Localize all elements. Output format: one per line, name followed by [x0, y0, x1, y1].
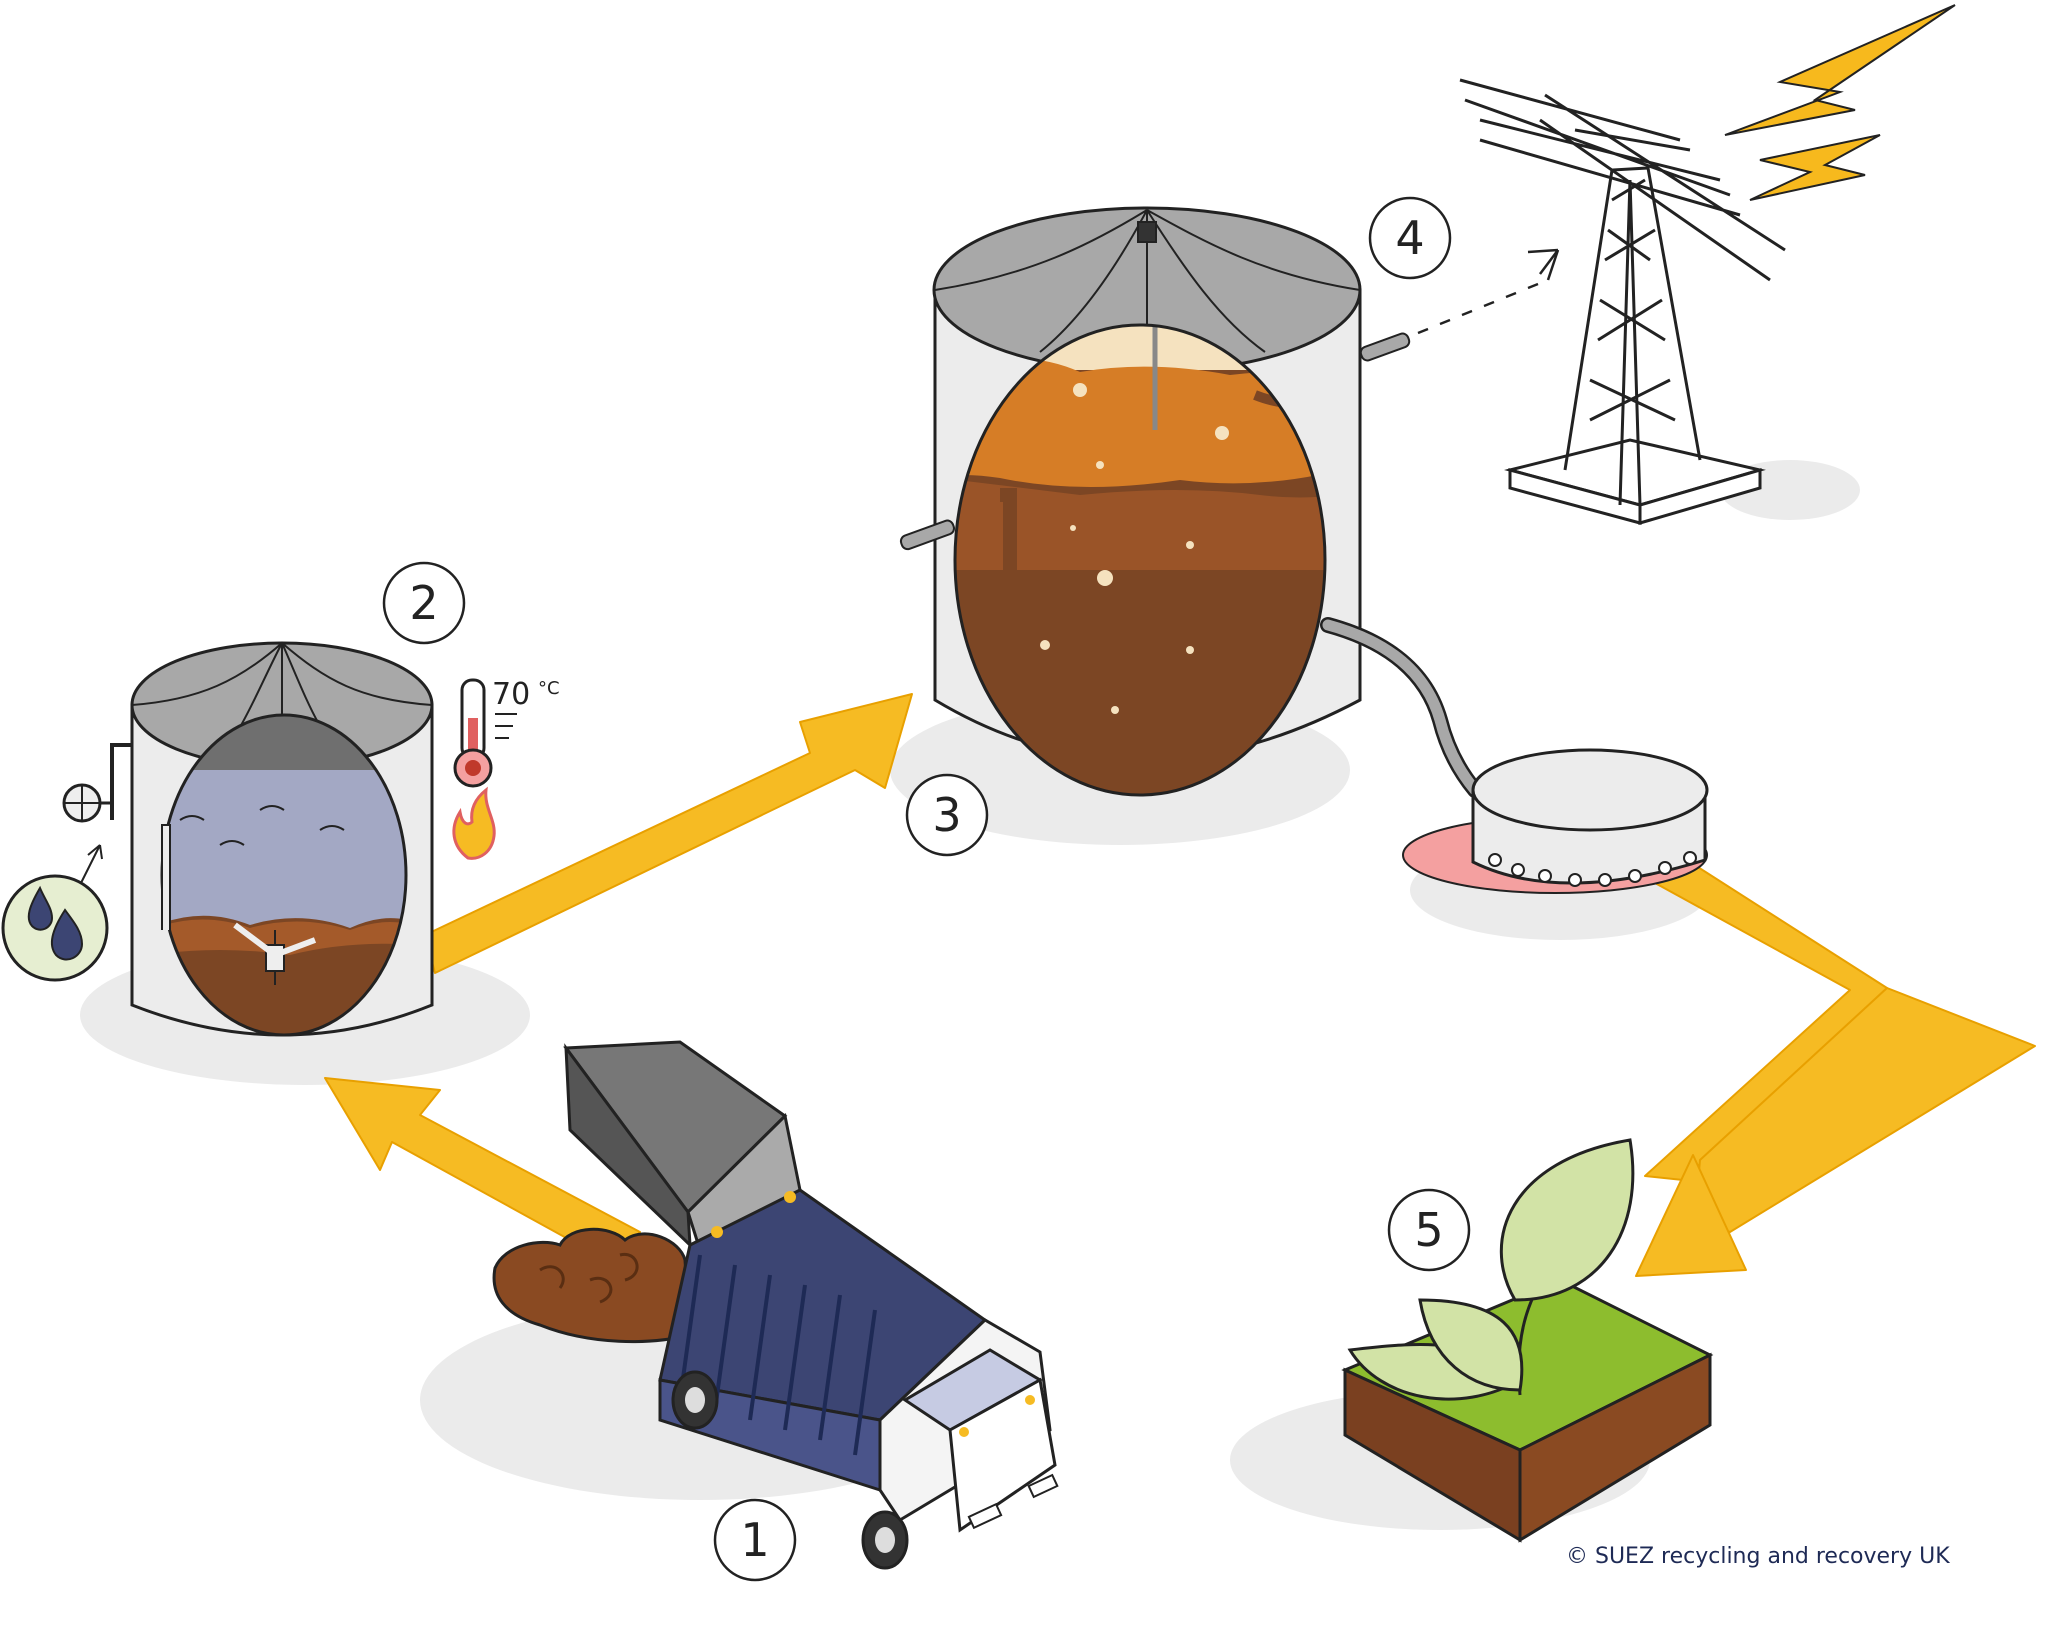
arrow-pasteuriser-to-digester: [424, 693, 913, 974]
arrow-truck-to-pasteuriser: [324, 1077, 641, 1263]
water-arrow-icon: [79, 844, 101, 886]
flame-icon: [452, 786, 496, 860]
step-2-number: 2: [409, 576, 438, 630]
step-3-number: 3: [932, 788, 961, 842]
soil-plant-icon: [1341, 1138, 1714, 1543]
step-4-marker: 4: [1368, 196, 1452, 280]
step-1-number: 1: [740, 1513, 769, 1567]
step-5-marker: 5: [1387, 1188, 1471, 1272]
lightning-bolts-icon: [1724, 4, 1956, 201]
step-3-marker: 3: [905, 773, 989, 857]
digestate-store-icon: [1402, 748, 1709, 894]
valve-wheel-icon: [62, 783, 112, 823]
copyright-notice: © SUEZ recycling and recovery UK: [1566, 1544, 1950, 1569]
temperature-value: 70: [492, 677, 530, 712]
digester-tank-icon: [899, 206, 1483, 798]
water-droplets-icon: [1, 874, 109, 982]
step-5-number: 5: [1414, 1203, 1443, 1257]
garbage-truck-icon: [563, 1040, 1059, 1570]
step-1-marker: 1: [713, 1498, 797, 1582]
power-pylon-icon: [1459, 78, 1786, 525]
temperature-unit: °C: [538, 678, 560, 699]
electricity-export-arrow: [1417, 248, 1560, 335]
food-waste-pile-icon: [492, 1227, 692, 1344]
step-2-marker: 2: [382, 561, 466, 645]
pasteuriser-tank-icon: [110, 641, 434, 1037]
arrow-digestate-to-field: [1635, 861, 2036, 1277]
thermometer-icon: [453, 678, 517, 788]
step-4-number: 4: [1395, 211, 1424, 265]
